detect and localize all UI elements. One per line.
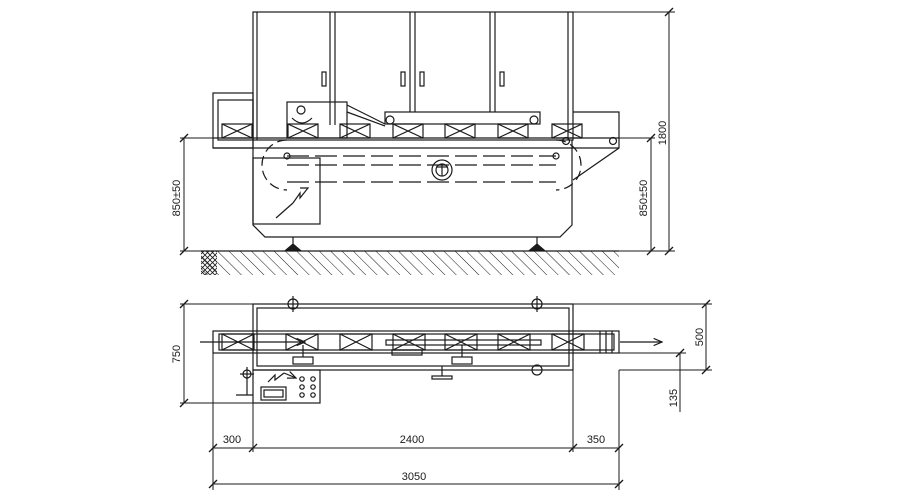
floor — [201, 250, 619, 275]
belt-loop — [287, 155, 556, 183]
control-panel-top — [252, 369, 321, 404]
control-panel-side — [252, 157, 321, 225]
side-view — [212, 11, 620, 251]
dim-work-height-left: 850±50 — [171, 180, 183, 217]
dim-belt-width: 500 — [694, 328, 706, 346]
door-handle — [400, 71, 406, 87]
dim-outfeed-length: 350 — [587, 434, 605, 446]
dimension-lines — [179, 7, 712, 490]
frame-outline-top — [252, 303, 574, 371]
dim-main-length: 2400 — [400, 434, 424, 446]
control-display — [260, 386, 287, 401]
dim-width-depth: 750 — [171, 345, 183, 363]
door-handle — [499, 71, 505, 87]
machine-feet — [284, 237, 546, 251]
drive-pulley — [431, 159, 453, 181]
door-handle — [419, 71, 425, 87]
top-view — [200, 296, 662, 404]
dim-infeed-length: 300 — [223, 434, 241, 446]
dim-work-height-right: 850±50 — [638, 180, 650, 217]
product-boxes-side — [221, 123, 583, 139]
top-press-beam — [384, 111, 541, 125]
dim-height-total: 1800 — [657, 121, 669, 145]
pressing-head — [286, 101, 348, 139]
upper-cabinet — [252, 11, 574, 141]
dim-offset: 135 — [668, 389, 680, 407]
dim-overall-length: 3050 — [402, 471, 426, 483]
door-handle — [321, 71, 327, 87]
